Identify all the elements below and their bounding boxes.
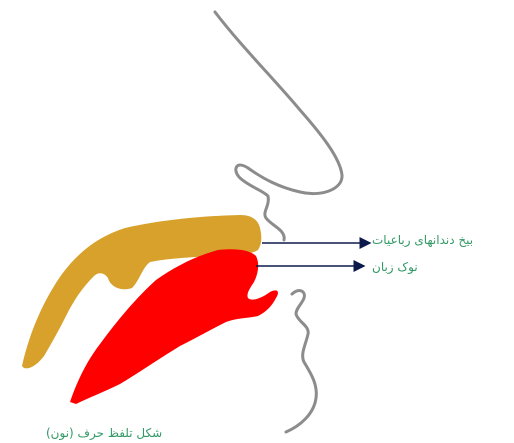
label-tooth-root: بیخ دندانهای رباعیات	[372, 233, 473, 247]
label-tongue-tip: نوک زبان	[372, 260, 418, 274]
figure-caption: شکل تلفظ حرف (نون)	[46, 426, 162, 440]
face-profile-outline	[215, 12, 342, 240]
lower-lip-chin-outline	[286, 291, 316, 432]
